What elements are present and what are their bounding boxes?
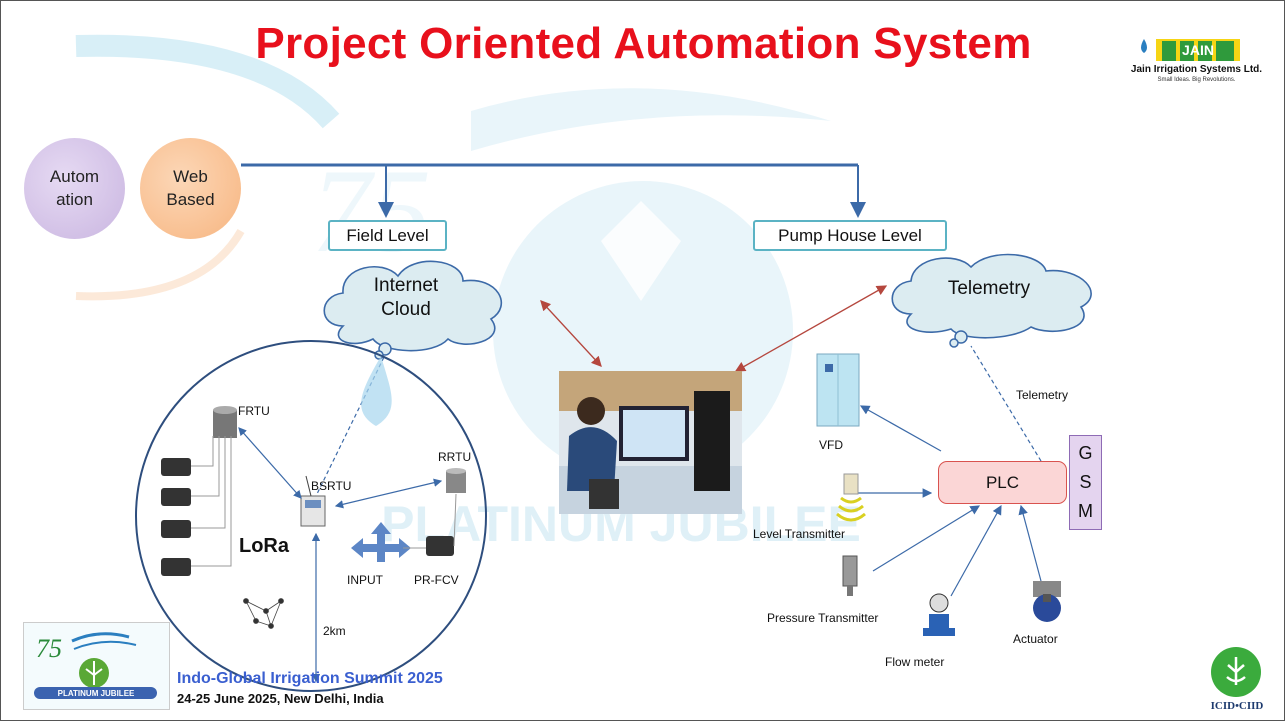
internet-cloud-label: Internet Cloud: [373, 275, 439, 320]
bsrtu-device: [300, 475, 326, 527]
icid-logo-text: ICID•CIID: [1210, 700, 1264, 712]
field-valves: [161, 458, 191, 576]
gsm-box: G S M: [1069, 435, 1102, 530]
bsrtu-label: BSRTU: [311, 479, 352, 493]
pressure-plc-arrow: [872, 505, 981, 572]
icid-logo-emblem: [1211, 647, 1261, 697]
vfd-cabinet: [816, 353, 860, 427]
telemetry-cloud-label: Telemetry: [947, 278, 1031, 299]
plc-telemetry-dashed: [970, 345, 1042, 462]
telemetry-cloud-shape: [891, 253, 1092, 348]
jain-logo: JAIN Jain Irrigation Systems Ltd. Small …: [1114, 25, 1279, 93]
level-transmitter-device: [836, 473, 866, 522]
bsrtu-cloud-dashed: [315, 350, 388, 497]
jain-logo-graphic: JAIN: [1141, 39, 1240, 61]
field-level-box: Field Level: [328, 220, 447, 251]
pump-house-level-box: Pump House Level: [753, 220, 947, 251]
pressure-transmitter-label: Pressure Transmitter: [767, 611, 879, 625]
web-based-label: Web Based: [166, 167, 215, 209]
telemetry-to-pc-arrow: [734, 285, 888, 372]
actuator-label: Actuator: [1013, 632, 1058, 646]
rrtu-label: RRTU: [438, 450, 472, 464]
frtu-label: FRTU: [238, 404, 270, 418]
plc-vfd-arrow: [859, 405, 942, 452]
actuator-plc-arrow: [1018, 504, 1042, 582]
actuator-device: [1033, 581, 1061, 622]
frtu-device: [213, 406, 237, 438]
gsm-letter-m: M: [1078, 501, 1093, 521]
flow-plc-arrow: [950, 504, 1002, 597]
flow-meter-device: [923, 593, 955, 636]
rrtu-device: [446, 468, 466, 493]
page-title: Project Oriented Automation System: [255, 19, 1032, 68]
jubilee-badge-graphic: 75 PLATINUM JUBILEE: [34, 632, 157, 699]
prfcv-label: PR-FCV: [414, 573, 459, 587]
mesh-network-icon: [243, 598, 284, 629]
input-label: INPUT: [347, 573, 383, 587]
gsm-letter-g: G: [1078, 443, 1093, 463]
platinum-jubilee-badge: 75 PLATINUM JUBILEE: [23, 622, 170, 710]
prfcv-valve: [426, 536, 454, 556]
jain-brand-text: JAIN: [1182, 42, 1214, 58]
event-name: Indo-Global Irrigation Summit 2025: [177, 670, 443, 687]
event-date-place: 24-25 June 2025, New Delhi, India: [177, 691, 384, 706]
automation-circle: Autom ation: [24, 138, 125, 239]
distance-label: 2km: [323, 624, 346, 638]
company-name: Jain Irrigation Systems Ltd.: [1130, 64, 1263, 75]
vfd-label: VFD: [819, 438, 843, 452]
company-tagline: Small Ideas. Big Revolutions.: [1157, 77, 1236, 83]
plc-box: PLC: [938, 461, 1067, 504]
telemetry-link-label: Telemetry: [1016, 388, 1069, 402]
badge-number: 75: [36, 634, 62, 663]
badge-text: PLATINUM JUBILEE: [58, 689, 135, 698]
operator-workstation-image: [559, 371, 742, 514]
input-arrow-icon: [351, 522, 411, 562]
web-based-circle: Web Based: [140, 138, 241, 239]
gsm-letter-s: S: [1079, 472, 1092, 492]
internet-cloud-shape: [323, 260, 503, 360]
lora-logo: LoRa: [239, 535, 289, 557]
cloud-to-pc-arrow: [540, 300, 602, 367]
pressure-transmitter-device: [842, 555, 858, 596]
flow-meter-label: Flow meter: [885, 655, 945, 669]
automation-label: Autom ation: [49, 167, 100, 209]
pump-devices: [816, 353, 1061, 636]
level-transmitter-label: Level Transmitter: [753, 527, 846, 541]
field-devices: [161, 406, 466, 683]
field-network-circle: [135, 340, 487, 692]
